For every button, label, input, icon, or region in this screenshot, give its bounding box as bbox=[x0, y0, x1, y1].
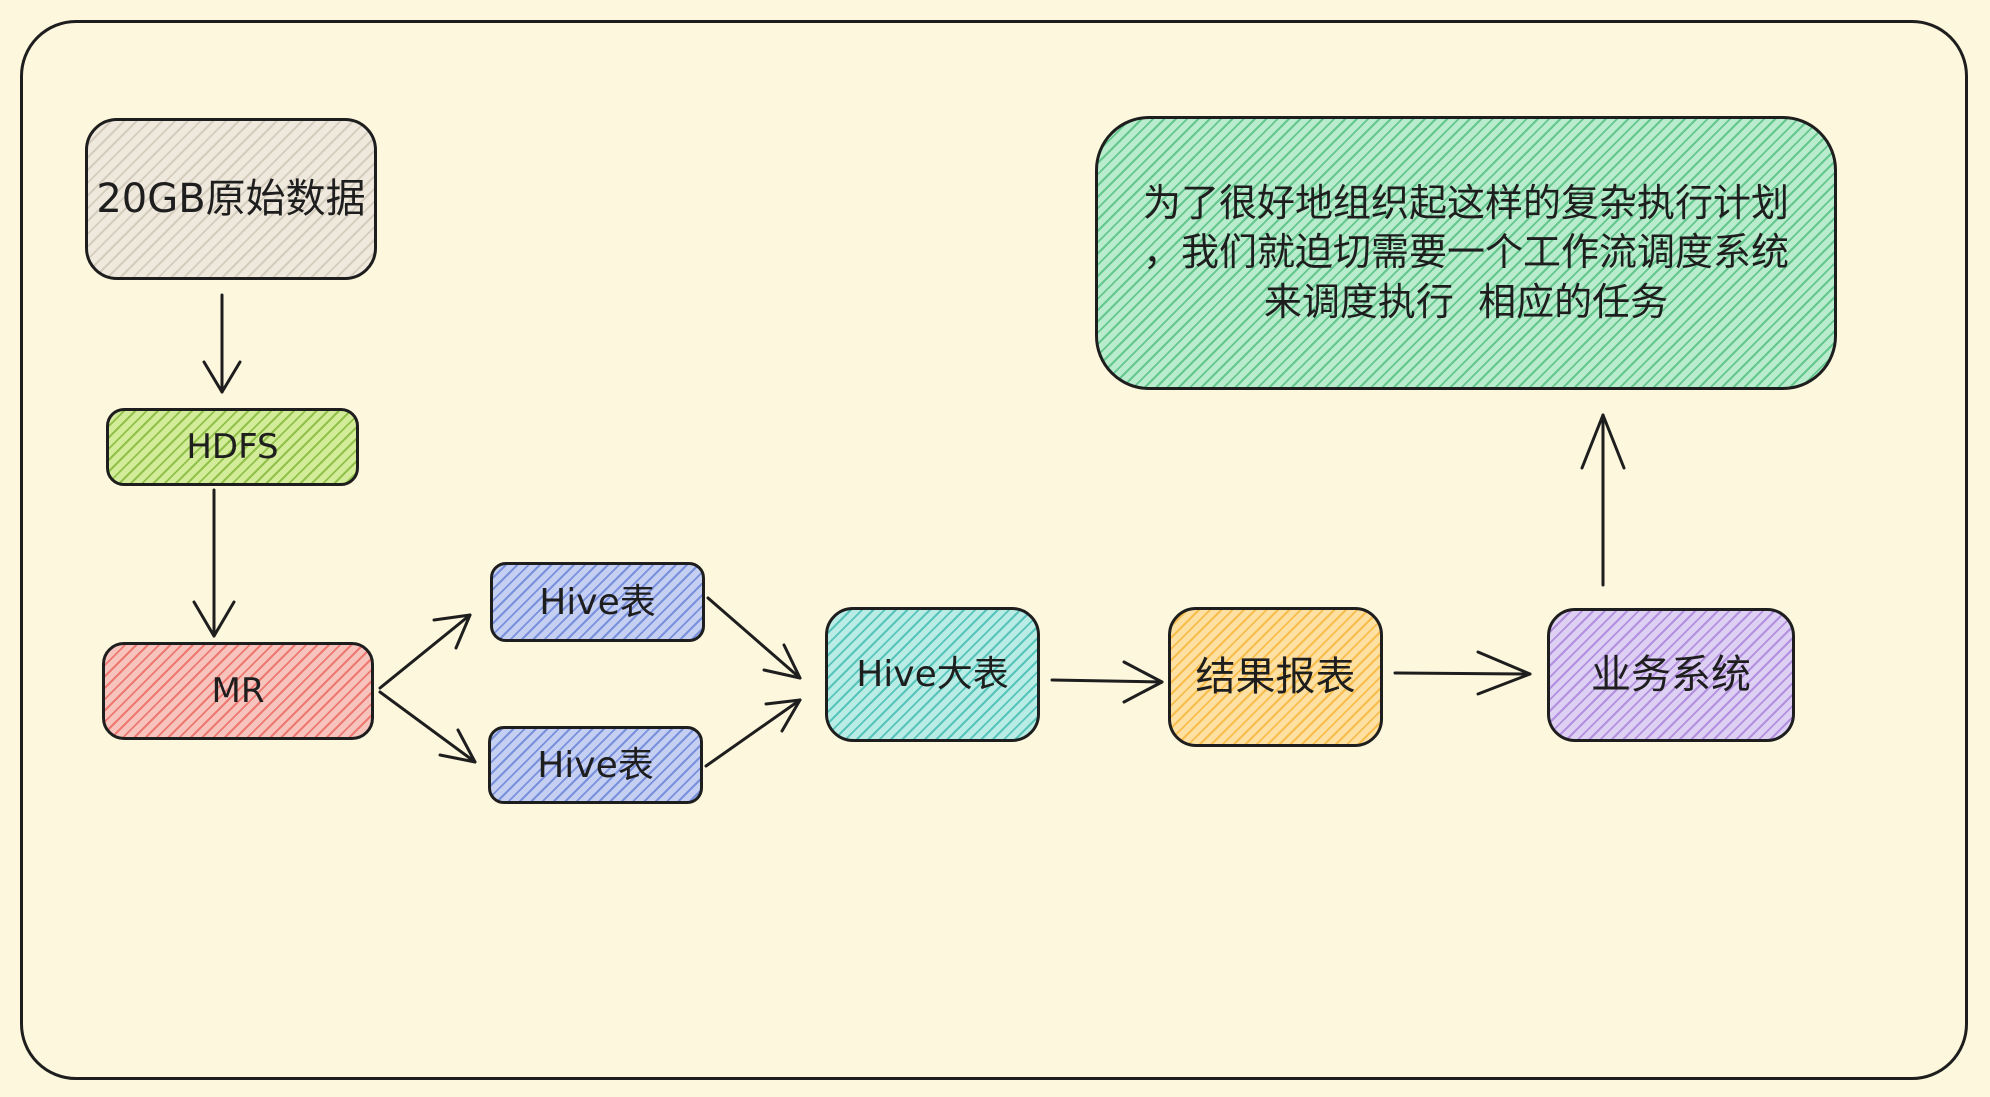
hdfs-label: HDFS bbox=[186, 426, 279, 467]
hive-table-1-node[interactable]: Hive表 bbox=[490, 562, 705, 642]
note-text: 为了很好地组织起这样的复杂执行计划 ，我们就迫切需要一个工作流调度系统 来调度执… bbox=[1143, 179, 1789, 327]
hive-table-2-label: Hive表 bbox=[537, 744, 654, 786]
hive-big-table-label: Hive大表 bbox=[856, 654, 1009, 695]
arrow-hive-table-1-to-big-table bbox=[706, 596, 802, 680]
mr-node[interactable]: MR bbox=[102, 642, 374, 740]
business-system-label: 业务系统 bbox=[1591, 652, 1751, 698]
arrow-business-to-note bbox=[1580, 413, 1626, 587]
arrow-hive-table-2-to-big-table bbox=[704, 698, 802, 768]
note-line-1: 为了很好地组织起这样的复杂执行计划 bbox=[1142, 180, 1789, 225]
hive-table-2-node[interactable]: Hive表 bbox=[488, 726, 703, 804]
hive-big-table-node[interactable]: Hive大表 bbox=[825, 607, 1040, 742]
raw-data-node[interactable]: 20GB原始数据 bbox=[85, 118, 377, 280]
arrow-mr-to-hive-table-1 bbox=[378, 613, 472, 690]
note-line-2: ，我们就迫切需要一个工作流调度系统 bbox=[1142, 230, 1789, 275]
result-report-node[interactable]: 结果报表 bbox=[1168, 607, 1383, 747]
business-system-node[interactable]: 业务系统 bbox=[1547, 608, 1795, 742]
arrow-big-table-to-report bbox=[1050, 660, 1164, 704]
result-report-label: 结果报表 bbox=[1195, 654, 1356, 700]
arrow-hdfs-to-mr bbox=[192, 488, 236, 638]
note-line-3: 来调度执行 相应的任务 bbox=[1263, 279, 1669, 324]
raw-data-label: 20GB原始数据 bbox=[96, 176, 366, 222]
mr-label: MR bbox=[211, 670, 265, 711]
note-box[interactable]: 为了很好地组织起这样的复杂执行计划 ，我们就迫切需要一个工作流调度系统 来调度执… bbox=[1095, 116, 1837, 390]
hdfs-node[interactable]: HDFS bbox=[106, 408, 359, 486]
outer-frame bbox=[20, 20, 1968, 1080]
arrow-raw-to-hdfs bbox=[202, 293, 242, 394]
hive-table-1-label: Hive表 bbox=[539, 581, 656, 623]
arrow-report-to-business bbox=[1393, 650, 1532, 696]
arrow-mr-to-hive-table-2 bbox=[378, 690, 477, 764]
